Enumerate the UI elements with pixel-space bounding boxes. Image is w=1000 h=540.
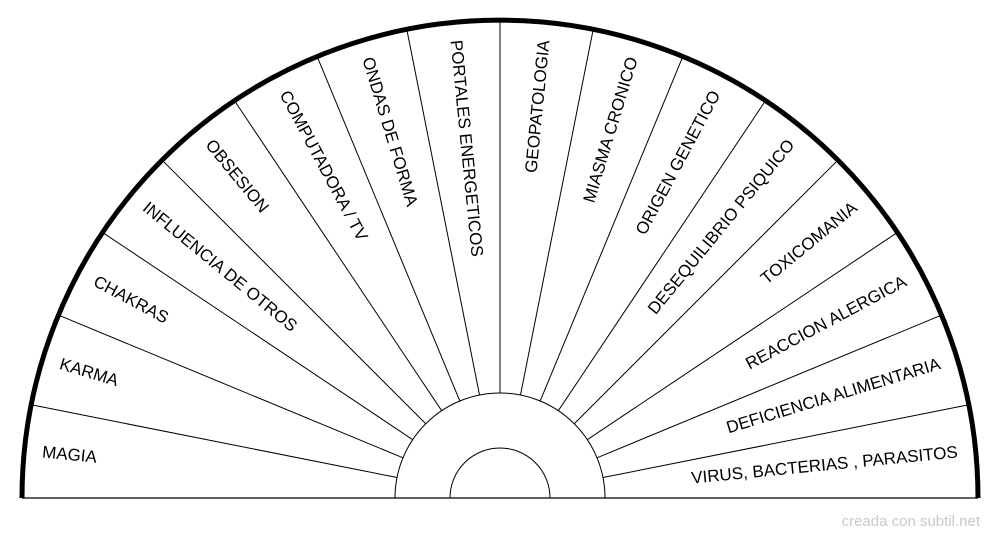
sector-divider (519, 31, 594, 396)
sector-divider (557, 101, 765, 411)
sector-dividers (33, 22, 967, 479)
sector-label: COMPUTADORA / TV (276, 87, 372, 244)
outer-arc (19, 17, 981, 499)
sector-label: CHAKRAS (90, 272, 171, 327)
watermark: creada con subtil.net (841, 513, 980, 530)
sector-label: TOXICOMANIA (757, 198, 861, 288)
inner-core (449, 447, 551, 499)
inner-ring (394, 392, 606, 499)
sector-divider (573, 161, 837, 425)
sector-divider (602, 404, 967, 479)
sector-divider (587, 233, 897, 441)
sector-divider (596, 315, 940, 459)
sector-label: PORTALES ENERGETICOS (446, 39, 486, 257)
sector-label: ORIGEN GENETICO (632, 87, 724, 238)
sector-divider (317, 58, 461, 402)
sector-divider (406, 31, 481, 396)
sector-divider (103, 233, 413, 441)
sector-label: VIRUS, BACTERIAS , PARASITOS (690, 442, 958, 487)
sector-label: GEOPATOLOGIA (522, 39, 554, 174)
sector-divider (539, 58, 683, 402)
sector-divider (235, 101, 443, 411)
sector-divider (60, 315, 404, 459)
sector-divider (163, 161, 427, 425)
sector-label: MAGIA (41, 442, 98, 466)
sector-label: ONDAS DE FORMA (358, 55, 421, 209)
sector-label: MIASMA CRONICO (580, 55, 642, 205)
sector-label: OBSESION (202, 136, 273, 217)
sector-divider (33, 404, 398, 479)
sector-label: KARMA (57, 354, 121, 390)
